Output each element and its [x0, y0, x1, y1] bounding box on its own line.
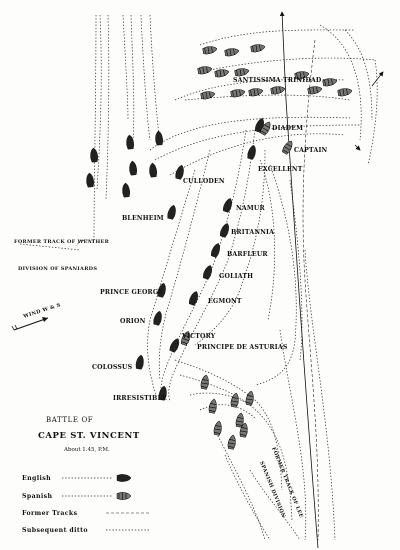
legend-title-line2: CAPE ST. VINCENT — [38, 431, 140, 441]
label-orion: ORION — [120, 318, 146, 325]
spanish-ship-icon — [199, 373, 211, 391]
english-ship-icon — [166, 203, 178, 221]
spanish-ship-icon — [249, 42, 267, 54]
label-egmont: EGMONT — [208, 298, 242, 305]
label-culloden: CULLODEN — [183, 178, 225, 185]
english-ship-icon — [209, 241, 223, 259]
wind-arrow-icon — [11, 317, 49, 331]
english-ships — [85, 116, 267, 402]
label-goliath: GOLIATH — [219, 273, 253, 280]
english-ship-icon — [218, 221, 232, 239]
spanish-ship-icon — [229, 391, 241, 409]
english-ship-icon — [221, 196, 235, 214]
spanish-ship-icon — [233, 66, 251, 78]
label-santissima-trinidad: SANTISSIMA TRINIDAD — [233, 77, 322, 84]
legend-english-label: English — [22, 475, 51, 482]
spanish-ship-icon — [212, 419, 224, 437]
label-prince-george: PRINCE GEORGE — [100, 289, 163, 296]
spanish-ship-icon — [199, 89, 217, 101]
english-ship-icon — [201, 263, 215, 281]
legend-spanish-ship-icon — [116, 491, 132, 501]
legend-time: About 1.45, P.M. — [63, 447, 110, 453]
label-britannia: BRITANNIA — [231, 229, 274, 236]
legend-former-tracks-label: Former Tracks — [22, 510, 78, 517]
english-ship-icon — [128, 160, 138, 176]
label-blenheim: BLENHEIM — [122, 215, 164, 222]
label-barfleur: BARFLEUR — [227, 251, 268, 258]
label-former-track-weather: FORMER TRACK OF WEATHER — [14, 239, 110, 245]
legend-title-line1: BATTLE OF — [46, 416, 93, 424]
english-ship-icon — [121, 182, 131, 198]
label-colossus: COLOSSUS — [92, 364, 133, 371]
label-former-track-lee: FORMER TRACK OF LEE — [270, 447, 304, 519]
legend: BATTLE OF CAPE ST. VINCENT About 1.45, P… — [22, 416, 150, 534]
english-ship-icon — [246, 143, 258, 161]
legend-spanish-label: Spanish — [22, 493, 53, 500]
ship-labels: SANTISSIMA TRINIDAD DIADEM CAPTAIN CULLO… — [92, 77, 328, 402]
legend-subsequent-label: Subsequent ditto — [22, 527, 88, 534]
spanish-ship-icon — [321, 76, 339, 88]
label-principe-asturias: PRINCIPE DE ASTURIAS — [197, 344, 288, 351]
spanish-ship-icon — [269, 84, 287, 96]
spanish-ship-icon — [244, 389, 256, 407]
spanish-ships — [179, 42, 354, 451]
spanish-ship-icon — [201, 44, 219, 56]
label-wind: WIND W & S — [22, 302, 62, 320]
track-lines — [19, 11, 384, 549]
english-ship-icon — [168, 336, 182, 354]
spanish-ship-icon — [226, 433, 238, 451]
english-ship-icon — [89, 147, 99, 163]
label-division-spaniards: DIVISION OF SPANIARDS — [18, 266, 97, 272]
english-ship-icon — [148, 162, 158, 178]
spanish-ship-icon — [223, 46, 241, 58]
spanish-ship-icon — [247, 86, 265, 98]
english-ship-icon — [134, 353, 146, 371]
english-ship-icon — [152, 309, 164, 327]
label-excellent: EXCELLENT — [258, 166, 303, 173]
spanish-ship-icon — [280, 138, 296, 156]
label-captain: CAPTAIN — [294, 147, 328, 154]
english-ship-icon — [154, 130, 164, 146]
legend-english-ship-icon — [116, 473, 132, 483]
english-ship-icon — [85, 172, 95, 188]
label-diadem: DIADEM — [272, 125, 303, 132]
label-namur: NAMUR — [236, 205, 266, 212]
english-ship-icon — [187, 289, 201, 307]
annotations: FORMER TRACK OF WEATHER DIVISION OF SPAN… — [14, 239, 304, 519]
label-irresistible: IRRESISTIBLE — [113, 395, 167, 402]
spanish-ship-icon — [213, 67, 231, 79]
spanish-ship-icon — [336, 86, 354, 98]
label-victory: VICTORY — [181, 333, 216, 340]
spanish-ship-icon — [229, 87, 247, 99]
spanish-ship-icon — [196, 64, 214, 76]
spanish-ship-icon — [207, 397, 219, 415]
